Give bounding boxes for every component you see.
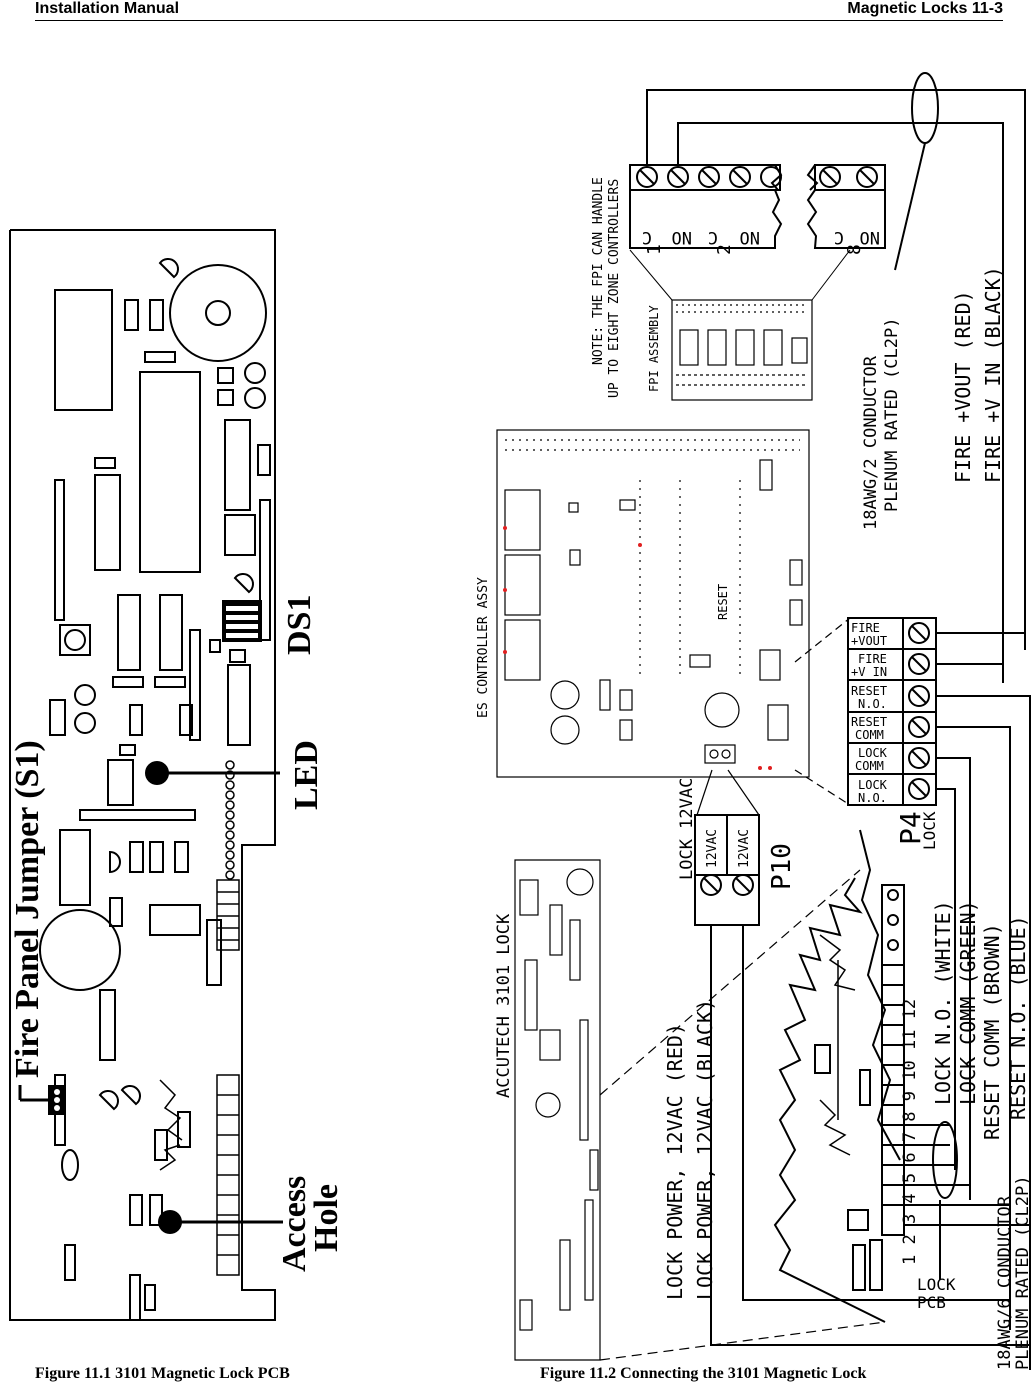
p4-terminal-block xyxy=(847,617,937,806)
accutech-label: ACCUTECH 3101 LOCK xyxy=(494,913,514,1098)
fire-panel-jumper-label: Fire Panel Jumper (S1) xyxy=(9,740,46,1078)
figure-11-2-caption: Figure 11.2 Connecting the 3101 Magnetic… xyxy=(540,1365,867,1382)
svg-text:NO: NO xyxy=(860,227,880,247)
svg-text:8: 8 xyxy=(844,244,865,255)
led-label: LED xyxy=(288,740,325,810)
svg-text:NO: NO xyxy=(740,227,760,247)
svg-text:2: 2 xyxy=(714,244,735,255)
svg-text:COMM: COMM xyxy=(855,728,884,742)
fpi-relay-terminal-blocks xyxy=(629,164,886,249)
reset-button-label: RESET xyxy=(716,584,730,620)
lock-power-wires xyxy=(710,925,1030,1346)
pcb-board-outline xyxy=(9,229,276,1321)
svg-text:1: 1 xyxy=(644,244,665,255)
header-section-title: Magnetic Locks 11-3 xyxy=(847,0,1003,17)
fpi-callout-lines xyxy=(629,249,851,301)
lock-pcb-label-1: LOCK xyxy=(917,1275,956,1294)
svg-text:N.O.: N.O. xyxy=(858,791,887,805)
p4-fire-vin-label: FIRE xyxy=(858,652,887,666)
p10-callout xyxy=(696,769,760,816)
p4-reset-comm-label: RESET xyxy=(851,715,887,729)
lock-pcb-label-2: PCB xyxy=(917,1293,946,1312)
terminal-numbers-label: 1 2 3 4 5 6 7 8 9 10 11 12 xyxy=(900,999,920,1265)
lock-pcb-wire-bundle xyxy=(904,1121,1030,1280)
svg-text:C: C xyxy=(642,227,652,247)
fpi-note-line-1: NOTE: THE FPI CAN HANDLE xyxy=(591,177,606,365)
accutech-callout-dashes xyxy=(599,869,886,1361)
es-controller-board xyxy=(496,429,810,778)
page-header: Installation Manual Magnetic Locks 11-3 xyxy=(35,0,1003,21)
lock-power-red-label: LOCK POWER, 12VAC (RED) xyxy=(663,1023,687,1300)
svg-text:+V IN: +V IN xyxy=(851,665,887,679)
fpi-terminal-labels: C NO C NO NO C xyxy=(642,227,880,247)
p4-lock-sublabel: LOCK xyxy=(920,811,939,850)
pcb-components xyxy=(39,258,271,1321)
fpi-assembly-label: FPI ASSEMBLY xyxy=(647,305,661,392)
figure-11-1-caption: Figure 11.1 3101 Magnetic Lock PCB xyxy=(35,1365,290,1382)
reset-no-blue-label: RESET N.O. (BLUE) xyxy=(1006,915,1030,1120)
cable-6-conductor-label-2: PLENUM RATED (CL2P) xyxy=(1013,1176,1033,1370)
svg-text:N.O.: N.O. xyxy=(858,697,887,711)
fire-vin-wire-label: FIRE +V IN (BLACK) xyxy=(981,266,1005,483)
screw-terminal-strip-lower xyxy=(216,1074,240,1276)
cable-2-conductor-label-2: PLENUM RATED (CL2P) xyxy=(882,318,902,512)
hole-label: Hole xyxy=(308,1184,345,1252)
fire-cable-wires xyxy=(646,72,1026,683)
es-controller-label: ES CONTROLLER ASSY xyxy=(476,577,491,718)
p4-fire-vout-label: FIRE xyxy=(851,621,880,635)
lock-pcb-relay-symbol xyxy=(819,934,856,1156)
screw-terminal-strip-upper xyxy=(216,879,240,951)
access-hole xyxy=(158,1210,283,1234)
lock-power-black-label: LOCK POWER, 12VAC (BLACK) xyxy=(693,999,717,1300)
p4-output-wires xyxy=(936,632,1031,1370)
header-pin-row xyxy=(225,760,235,880)
p4-lock-no-label: LOCK xyxy=(858,778,888,792)
cable-2-conductor-label-1: 18AWG/2 CONDUCTOR xyxy=(861,355,881,530)
svg-text:12VAC: 12VAC xyxy=(705,829,720,868)
p4-label: P4 xyxy=(894,811,927,845)
p10-label: P10 xyxy=(767,843,797,890)
svg-text:12VAC: 12VAC xyxy=(737,829,752,868)
svg-text:NO: NO xyxy=(672,227,692,247)
lock-no-white-label: LOCK N.O. (WHITE) xyxy=(931,900,955,1105)
fpi-assembly-board xyxy=(671,299,813,401)
fire-vout-wire-label: FIRE +VOUT (RED) xyxy=(951,290,975,483)
es-controller-status-dots xyxy=(503,526,772,770)
led-indicator xyxy=(145,761,280,785)
access-label: Access xyxy=(276,1176,313,1272)
accutech-3101-board xyxy=(514,859,601,1361)
fpi-note-line-2: UP TO EIGHT ZONE CONTROLLERS xyxy=(607,179,622,398)
svg-text:COMM: COMM xyxy=(855,759,884,773)
reset-comm-brown-label: RESET COMM (BROWN) xyxy=(980,923,1004,1140)
lock-pcb-detail xyxy=(773,829,905,1323)
p4-terminal-callout xyxy=(794,617,851,806)
cable-6-conductor-label-1: 18AWG/6 CONDUCTOR xyxy=(995,1195,1015,1370)
p4-lock-comm-label: LOCK xyxy=(858,746,888,760)
lock-12vac-label: LOCK 12VAC xyxy=(677,778,697,880)
relay-burst-symbol xyxy=(159,1079,183,1171)
p4-reset-no-label: RESET xyxy=(851,684,887,698)
lock-comm-green-label: LOCK COMM (GREEN) xyxy=(956,900,980,1105)
svg-text:+VOUT: +VOUT xyxy=(851,634,887,648)
ds1-label: DS1 xyxy=(281,595,318,655)
header-manual-title: Installation Manual xyxy=(35,0,180,17)
svg-text:C: C xyxy=(708,227,718,247)
ds1-dip-switch xyxy=(222,600,262,642)
fpi-relay-numbers: 1 2 8 xyxy=(644,244,865,255)
p10-terminal-block xyxy=(694,814,760,926)
svg-text:C: C xyxy=(834,227,844,247)
fire-panel-jumper-s1 xyxy=(18,1085,66,1115)
p10-terminal-labels: 12VAC 12VAC xyxy=(705,829,752,868)
